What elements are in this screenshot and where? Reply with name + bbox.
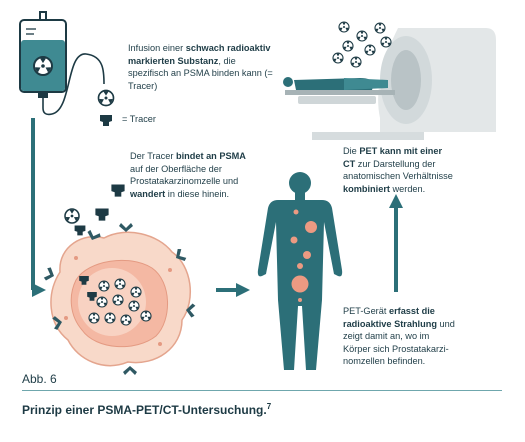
- detector-description: PET-Gerät erfasst die radioaktive Strahl…: [343, 306, 455, 366]
- infusion-tube: [42, 53, 105, 116]
- tracer-legend: = Tracer: [122, 114, 156, 124]
- figure-label: Abb. 6: [22, 372, 57, 386]
- tracer-marker-icon: [100, 115, 112, 126]
- caption-divider: [22, 390, 502, 391]
- tracer-cloud: [332, 21, 392, 68]
- pet-ct-description: Die PET kann mit einer CT zur Darstellun…: [343, 146, 453, 194]
- body-hotspots: [290, 209, 317, 302]
- infusion-bag-icon: [19, 11, 67, 98]
- flow-arrowheads: [32, 194, 403, 297]
- radiation-symbol-icon: [97, 89, 115, 107]
- caption-footnote: 7: [266, 402, 272, 411]
- pet-ct-scanner-icon: [298, 28, 496, 140]
- binding-description: Der Tracer bindet an PSMA auf der Oberfl…: [130, 151, 246, 199]
- caption-text: Prinzip einer PSMA-PET/CT-Untersuchung.: [22, 403, 267, 417]
- infusion-description: Infusion einer schwach radioaktiv markie…: [128, 43, 273, 91]
- tracer-binding-cell: [64, 184, 125, 236]
- patient-figure: [283, 77, 395, 95]
- figure-caption: Prinzip einer PSMA-PET/CT-Untersuchung.7: [22, 402, 271, 417]
- tumor-cell-icon: [43, 223, 196, 375]
- human-body-icon: [257, 172, 343, 370]
